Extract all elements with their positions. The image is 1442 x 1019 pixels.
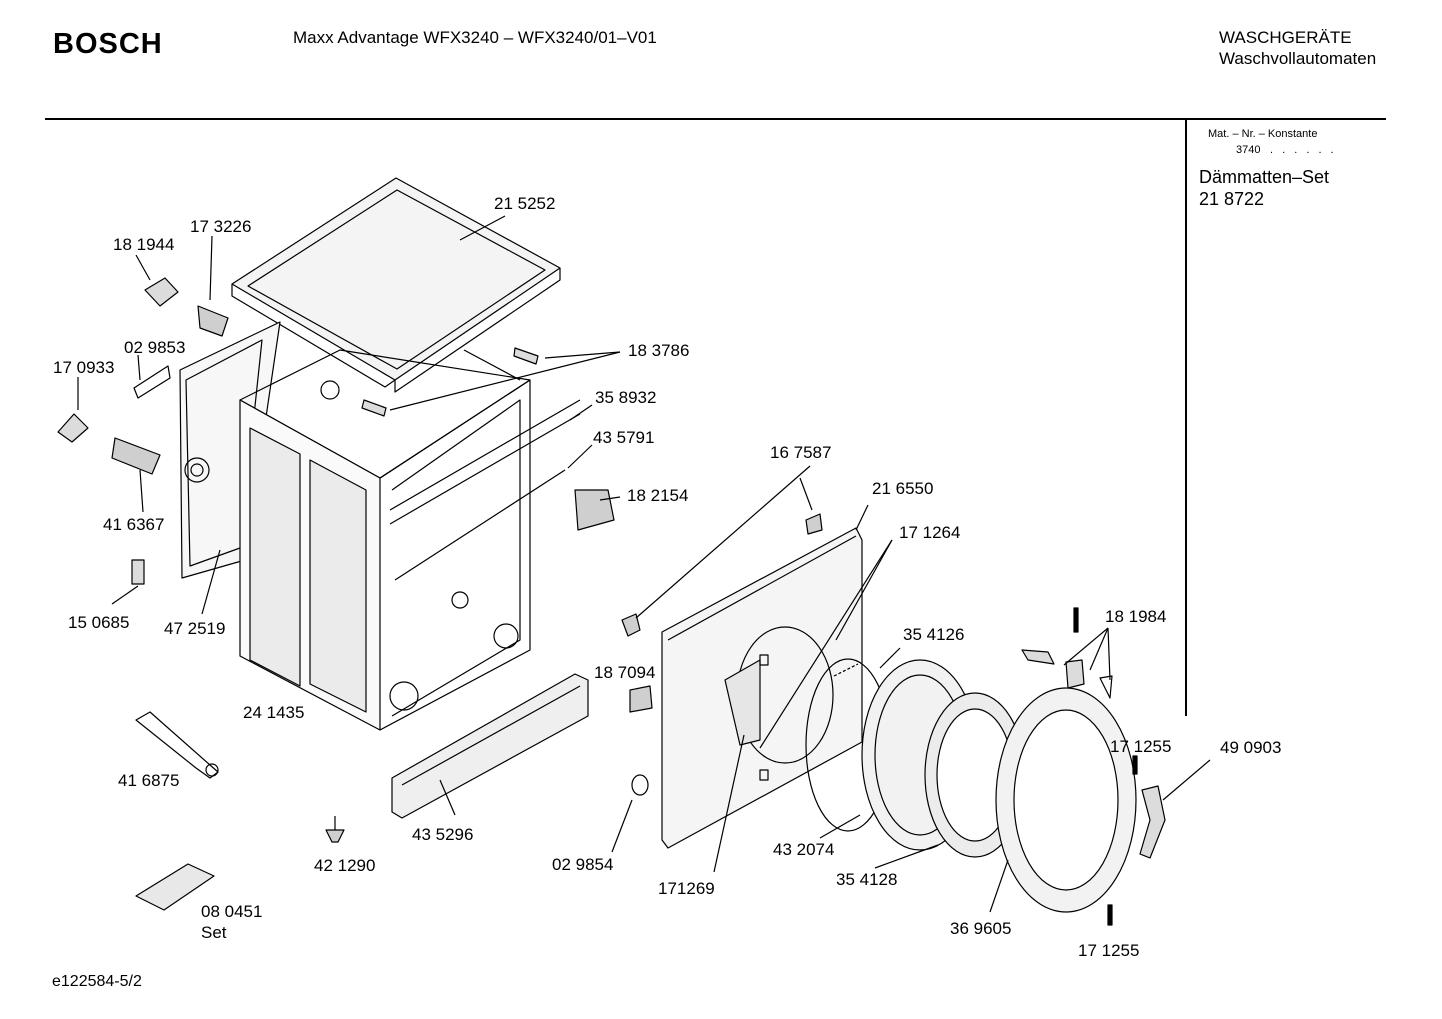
label-435296: 43 5296 [412, 825, 473, 844]
label-416367: 41 6367 [103, 515, 164, 534]
label-171264: 17 1264 [899, 523, 960, 542]
category-line-2: Waschvollautomaten [1219, 49, 1377, 68]
mat-number-code: 3740 [1236, 144, 1261, 156]
label-029853: 02 9853 [124, 338, 185, 357]
plinth-drawing [391, 673, 589, 819]
part-labels: 21 5252 17 3226 18 1944 02 9853 17 0933 … [53, 194, 1281, 960]
label-183786: 18 3786 [628, 341, 689, 360]
model-title: Maxx Advantage WFX3240 – WFX3240/01–V01 [293, 28, 657, 47]
label-354128: 35 4128 [836, 870, 897, 889]
small-parts-left [57, 277, 345, 911]
label-182154: 18 2154 [627, 486, 688, 505]
label-167587: 16 7587 [770, 443, 831, 462]
label-490903: 49 0903 [1220, 738, 1281, 757]
worktop-drawing [231, 177, 561, 393]
label-354126: 35 4126 [903, 625, 964, 644]
cabinet-drawing [239, 349, 581, 731]
hinge-and-lock-drawing [1021, 607, 1166, 926]
label-241435: 24 1435 [243, 703, 304, 722]
label-216550: 21 6550 [872, 479, 933, 498]
front-panel-drawing [621, 513, 863, 849]
mat-number-dots: . . . . . . [1270, 144, 1337, 156]
insulation-set-title: Dämmatten–Set [1199, 167, 1330, 187]
label-173226: 17 3226 [190, 217, 251, 236]
insulation-set-number: 21 8722 [1199, 189, 1265, 209]
label-029854: 02 9854 [552, 855, 613, 874]
label-171255-lower: 17 1255 [1078, 941, 1139, 960]
label-187094: 18 7094 [594, 663, 655, 682]
label-150685: 15 0685 [68, 613, 129, 632]
label-080451-set: Set [201, 923, 227, 942]
label-181984: 18 1984 [1105, 607, 1166, 626]
label-369605: 36 9605 [950, 919, 1011, 938]
label-358932: 35 8932 [595, 388, 656, 407]
mat-number-label: Mat. – Nr. – Konstante [1208, 128, 1318, 140]
label-171269: 171269 [658, 879, 715, 898]
label-171255-upper: 17 1255 [1110, 737, 1171, 756]
leader-lines [77, 215, 1211, 913]
label-170933: 17 0933 [53, 358, 114, 377]
label-432074: 43 2074 [773, 840, 834, 859]
label-215252: 21 5252 [494, 194, 555, 213]
category-line-1: WASCHGERÄTE [1219, 28, 1352, 47]
label-080451: 08 0451 [201, 902, 262, 921]
label-435791: 43 5791 [593, 428, 654, 447]
door-drawing [805, 658, 1137, 913]
brackets-drawing [361, 347, 615, 531]
label-181944: 18 1944 [113, 235, 174, 254]
drawing-id: e122584-5/2 [52, 973, 142, 990]
label-421290: 42 1290 [314, 856, 375, 875]
brand-logo: BOSCH [53, 28, 163, 60]
label-472519: 47 2519 [164, 619, 225, 638]
label-416875: 41 6875 [118, 771, 179, 790]
